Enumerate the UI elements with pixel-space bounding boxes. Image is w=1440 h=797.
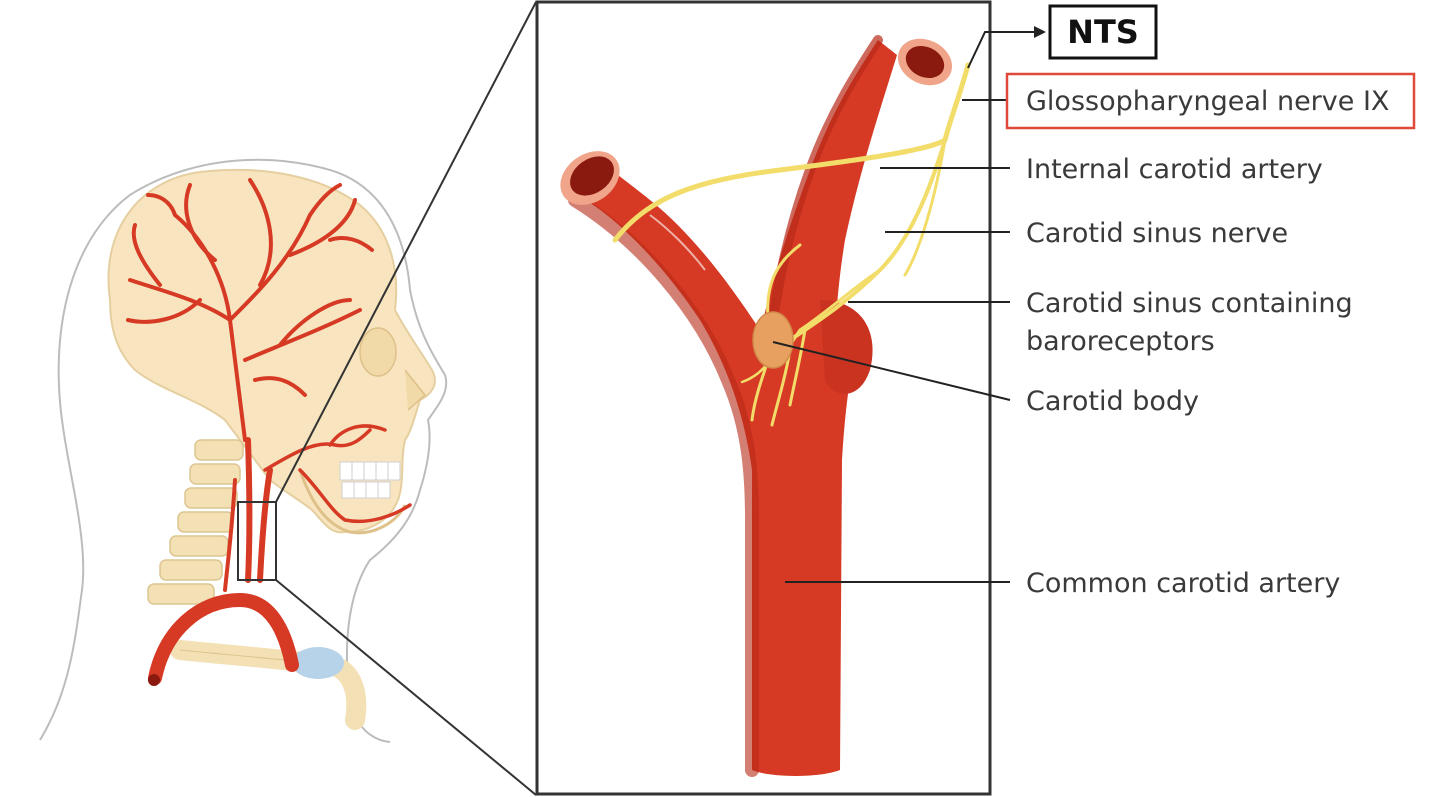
leader-carotid-body — [772, 341, 1011, 401]
artery-highlight — [649, 214, 706, 271]
teeth — [339, 461, 401, 499]
neck-arteries — [223, 437, 273, 592]
internal-carotid-artery — [752, 40, 897, 390]
head-illustration — [39, 1, 537, 796]
internal-carotid-label: Internal carotid artery — [1026, 154, 1323, 185]
glossopharyngeal-nerve-path — [612, 62, 971, 243]
common-carotid-artery — [568, 155, 860, 776]
nts-box — [1048, 4, 1158, 60]
common-carotid-label: Common carotid artery — [1026, 568, 1340, 599]
leader-lines — [772, 26, 1046, 583]
jaw-bone — [298, 469, 407, 535]
nose-bone — [404, 369, 427, 411]
zoom-line-bottom — [275, 579, 537, 796]
carotid-body-label: Carotid body — [1026, 386, 1199, 417]
glossopharyngeal-label: Glossopharyngeal nerve IX — [1026, 86, 1389, 117]
eye-socket — [359, 327, 397, 377]
sinus-nerve-label: Carotid sinus nerve — [1026, 218, 1288, 249]
carotid-sinus-label-line2: baroreceptors — [1026, 326, 1215, 357]
carotid-body — [752, 311, 794, 369]
aortic-arch — [148, 592, 299, 685]
nts-arrowhead — [1034, 26, 1046, 38]
common-carotid-shading — [568, 193, 759, 777]
carotid-sinus — [820, 300, 873, 394]
external-carotid-opening — [560, 151, 620, 205]
sternal-cartilage — [292, 647, 344, 679]
carotid-sinus-label-line1: Carotid sinus containing — [1026, 288, 1353, 319]
internal-carotid-shading — [763, 35, 883, 365]
aorta-cut-end — [148, 674, 160, 686]
glossopharyngeal-highlight-box — [1005, 72, 1416, 130]
nts-label: NTS — [1067, 13, 1139, 51]
carotid-bifurcation — [560, 35, 971, 777]
zoom-line-top — [275, 1, 537, 503]
internal-carotid-opening — [897, 38, 953, 86]
cranial-arteries — [126, 178, 374, 442]
nts-arrow-line — [967, 31, 1040, 69]
zoom-region-box — [237, 501, 277, 581]
cervical-spine — [147, 439, 244, 605]
facial-arteries — [263, 424, 412, 524]
skin-outline — [39, 158, 448, 743]
